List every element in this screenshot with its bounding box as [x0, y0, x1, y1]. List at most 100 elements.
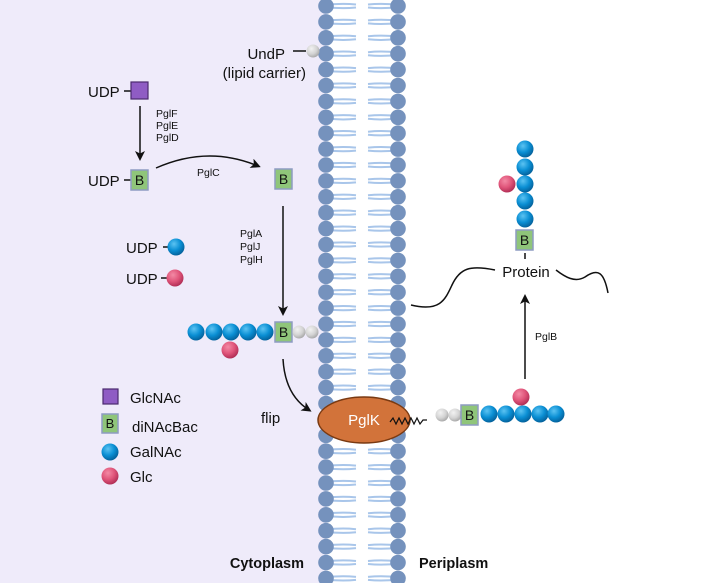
lipid-head: [318, 45, 334, 62]
enzyme-pglc: PglC: [197, 167, 220, 179]
galnac-sphere: [167, 238, 185, 256]
lipid-head: [390, 109, 406, 126]
lipid-head: [318, 491, 334, 507]
dinacbac-box: B: [460, 404, 479, 426]
lipid-head: [318, 77, 334, 94]
lipid-head: [390, 522, 406, 539]
periplasm-label: Periplasm: [419, 556, 488, 572]
dinacbac-box: B: [130, 169, 149, 191]
svg-text:B: B: [520, 232, 529, 248]
galnac-sphere: [516, 140, 534, 158]
galnac-sphere: [516, 158, 534, 176]
lipid-head: [318, 522, 334, 539]
udp-dinacbac: UDP B: [88, 169, 149, 191]
pglk-label: PglK: [348, 412, 380, 429]
svg-text:Glc: Glc: [130, 469, 153, 486]
lipid-head: [390, 157, 406, 173]
lipid-head: [390, 348, 406, 364]
galnac-sphere: [205, 323, 223, 341]
lipid-bilayer: [318, 0, 406, 583]
svg-text:GalNAc: GalNAc: [130, 444, 182, 461]
lipid-head: [318, 141, 334, 157]
glc-sphere-icon: [101, 467, 119, 485]
lipid-head: [318, 316, 334, 332]
lipid-head: [318, 268, 334, 285]
lipid-head: [390, 0, 406, 14]
undp-sphere: [435, 408, 449, 422]
lipid-head: [390, 252, 406, 269]
enzyme-pglj: PglJ: [240, 241, 260, 253]
lipid-head: [390, 173, 406, 189]
svg-text:B: B: [106, 416, 115, 431]
lipid-head: [318, 61, 334, 78]
lipid-head: [318, 157, 334, 173]
lipid-head: [390, 284, 406, 301]
lipid-head: [390, 491, 406, 507]
enzymes-step3: PglA PglJ PglH: [240, 228, 263, 266]
lipid-head: [390, 554, 406, 571]
svg-text:diNAcBac: diNAcBac: [132, 419, 198, 436]
svg-text:GlcNAc: GlcNAc: [130, 390, 181, 407]
lipid-head: [390, 45, 406, 62]
flip-label: flip: [261, 410, 280, 427]
enzymes-step1: PglF PglE PglD: [156, 108, 179, 144]
lipid-head: [318, 570, 334, 583]
lipid-head: [390, 443, 406, 460]
galnac-sphere: [514, 405, 532, 423]
lipid-head: [318, 189, 334, 205]
lipid-head: [318, 125, 334, 141]
galnac-sphere: [256, 323, 274, 341]
lipid-head: [318, 348, 334, 364]
undp-lipid-carrier: UndP (lipid carrier): [223, 44, 320, 82]
protein-label: Protein: [502, 264, 550, 281]
lipid-head: [318, 30, 334, 46]
enzyme-pglf: PglF: [156, 108, 178, 120]
glc-sphere: [166, 269, 184, 287]
dinacbac-box-icon: B: [101, 413, 119, 434]
udp-glc: UDP: [126, 269, 184, 288]
lipid-head: [390, 538, 406, 555]
lipid-head: [390, 61, 406, 78]
svg-text:B: B: [465, 407, 474, 423]
lipid-head: [318, 554, 334, 571]
lipid-head: [390, 125, 406, 141]
legend-item-galnac: GalNAc: [101, 443, 182, 461]
lipid-head: [390, 475, 406, 491]
glc-sphere: [221, 341, 239, 359]
galnac-sphere: [531, 405, 549, 423]
pglk-flippase: PglK: [317, 396, 427, 444]
cytoplasm-label: Cytoplasm: [230, 556, 304, 572]
galnac-sphere: [222, 323, 240, 341]
enzyme-pgld: PglD: [156, 132, 179, 144]
glycoprotein: Protein B: [410, 140, 609, 308]
lipid-head: [318, 443, 334, 460]
lipid-head: [318, 538, 334, 555]
udp-glcnac: UDP: [88, 81, 149, 101]
svg-text:B: B: [279, 324, 288, 340]
protein-chain: [410, 267, 496, 308]
lipid-head: [390, 570, 406, 583]
galnac-sphere: [239, 323, 257, 341]
arrow-pglc: [155, 155, 261, 169]
udp-label: UDP: [88, 84, 120, 101]
glc-sphere: [498, 175, 516, 193]
lipid-head: [390, 93, 406, 110]
protein-chain: [555, 269, 609, 294]
lipid-head: [318, 332, 334, 348]
lipid-head: [318, 204, 334, 221]
undp-description: (lipid carrier): [223, 65, 306, 82]
lipid-linked-heptasaccharide-periplasm: B: [435, 388, 565, 426]
lipid-head: [318, 93, 334, 110]
lipid-head: [318, 300, 334, 316]
galnac-sphere: [497, 405, 515, 423]
galnac-sphere: [516, 175, 534, 193]
lipid-head: [390, 316, 406, 332]
lipid-head: [390, 189, 406, 205]
lipid-head: [390, 77, 406, 94]
galnac-sphere: [480, 405, 498, 423]
legend: GlcNAc B diNAcBac GalNAc Glc: [101, 388, 198, 486]
udp-label: UDP: [126, 271, 158, 288]
svg-text:B: B: [135, 172, 144, 188]
cytoplasm-region: [0, 0, 327, 583]
enzyme-pglh: PglH: [240, 254, 263, 266]
